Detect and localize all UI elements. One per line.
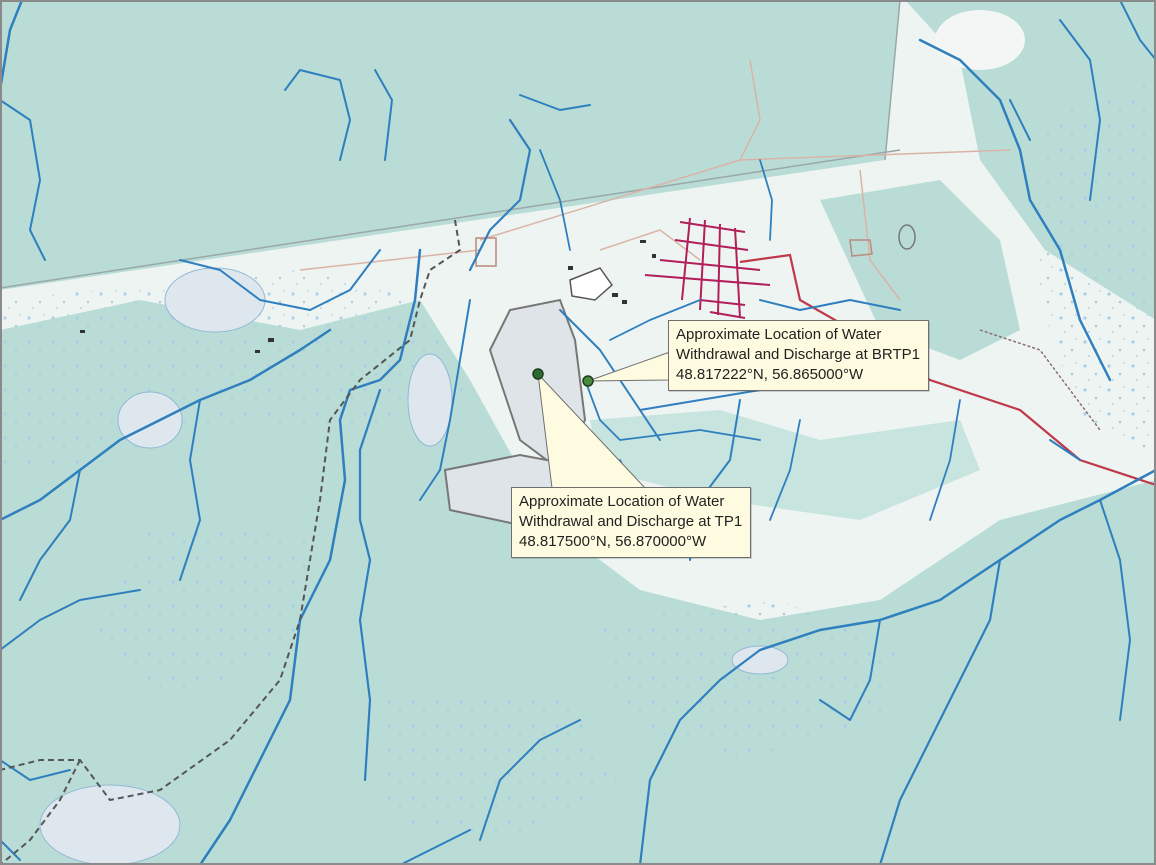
callout-tp1-line1: Approximate Location of Water (519, 493, 725, 510)
building-outline-2 (849, 239, 873, 257)
forest-north (0, 0, 900, 290)
lake-2 (117, 391, 183, 449)
lake-5 (39, 784, 181, 865)
callout-tp1-coordinates: 48.817500°N, 56.870000°W (519, 533, 707, 550)
callout-tp1-line2: Withdrawal and Discharge at TP1 (519, 513, 743, 530)
marker-brtp1[interactable] (582, 375, 594, 387)
pond-outline-2 (569, 267, 614, 301)
dashed-boundary (0, 219, 462, 802)
callout-brtp1-line2: Withdrawal and Discharge at BRTP1 (676, 346, 920, 363)
lake-1 (164, 267, 266, 333)
callout-brtp1[interactable]: Approximate Location of Water Withdrawal… (668, 320, 929, 391)
pond-outline (898, 224, 916, 250)
wetland-south (600, 600, 900, 760)
wetland-south-2 (380, 690, 620, 840)
callout-tp1[interactable]: Approximate Location of Water Withdrawal… (511, 487, 752, 558)
forest-central-patch (590, 410, 980, 520)
callout-brtp1-line1: Approximate Location of Water (676, 326, 882, 343)
clearing-north (935, 10, 1025, 70)
rail-line (979, 329, 1101, 431)
marker-tp1[interactable] (532, 368, 544, 380)
dashed-boundary-south (0, 759, 81, 865)
boundary-line-vertical (884, 0, 901, 161)
boundary-line (0, 149, 901, 289)
town-street-grid (644, 217, 771, 319)
wetland-southwest (90, 520, 320, 700)
forest-east-patch (820, 180, 1020, 360)
lake-3 (407, 353, 453, 447)
forest-south (0, 300, 1156, 865)
callout-brtp1-coordinates: 48.817222°N, 56.865000°W (676, 366, 864, 383)
lake-4 (731, 645, 789, 675)
wetland-east (1040, 80, 1156, 460)
buildings (80, 240, 656, 353)
